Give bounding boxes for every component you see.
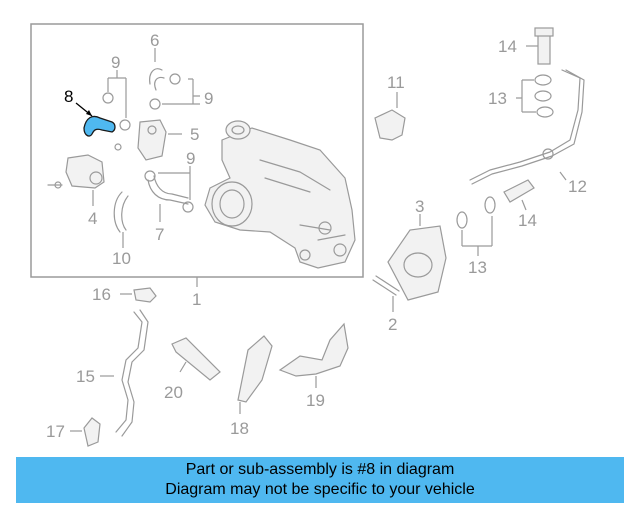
callout-5: 5 [190,125,199,144]
callout-8: 8 [64,87,73,106]
part-2-stud [372,275,400,296]
part-8-hose-highlighted [75,102,116,137]
turbocharger [204,120,356,269]
info-banner: Part or sub-assembly is #8 in diagram Di… [16,457,624,503]
part-17-gasket [83,417,101,447]
part-14-bolts [503,27,554,211]
part-6-hose [149,68,165,91]
part-10-clip [113,191,129,233]
callout-12: 12 [568,177,587,196]
callout-17: 17 [46,422,65,441]
part-5-valve [114,119,182,161]
part-13-washers [456,74,554,256]
callout-9-lower: 9 [186,149,195,168]
part-7-hose [147,175,189,205]
part-11-bracket [374,109,406,141]
callout-6: 6 [150,31,159,50]
part-9-clamps [102,70,200,213]
part-18-bracket [237,335,273,403]
callout-1: 1 [192,290,201,309]
callout-13-upper: 13 [488,89,507,108]
part-20-bracket [171,337,221,381]
callout-9-middle: 9 [204,89,213,108]
callout-3: 3 [415,197,424,216]
callout-14-upper: 14 [498,37,517,56]
callout-16: 16 [92,285,111,304]
part-3-gasket [387,225,447,301]
banner-line-disclaimer: Diagram may not be specific to your vehi… [165,481,475,498]
callout-9-upper: 9 [111,53,120,72]
callout-20: 20 [164,383,183,402]
part-12-oil-line [469,69,585,185]
callout-2: 2 [388,315,397,334]
callout-19: 19 [306,391,325,410]
callout-18: 18 [230,419,249,438]
banner-line-part-number: Part or sub-assembly is #8 in diagram [185,461,455,478]
part-19-bracket [278,322,349,377]
callout-11: 11 [387,73,405,92]
callout-14-lower: 14 [518,211,537,230]
callout-13-lower: 13 [468,258,487,277]
part-16-gasket [133,287,157,303]
callout-7: 7 [155,225,164,244]
callout-4: 4 [88,209,97,228]
callout-15: 15 [76,367,95,386]
callout-10: 10 [112,249,131,268]
part-15-pipe [115,309,149,437]
part-4-valve [47,154,105,206]
